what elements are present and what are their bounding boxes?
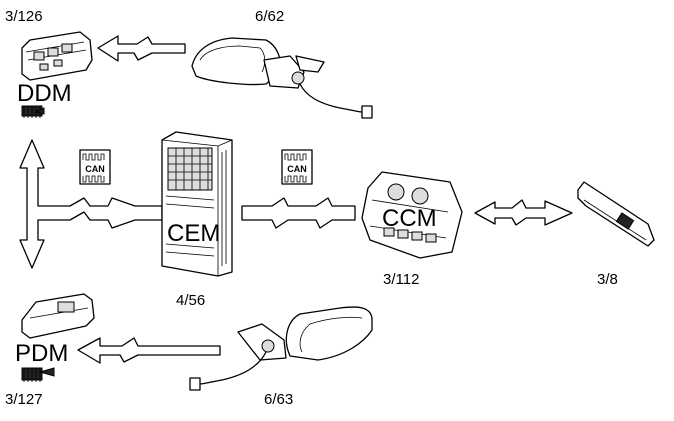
arrow-ddm-pdm-cem (19, 139, 163, 269)
pdm-ref-label: 3/127 (5, 391, 43, 408)
ccm-ref-label: 3/112 (383, 271, 419, 288)
ddm-ref-label: 3/126 (5, 8, 43, 25)
can-badge-left: CAN (79, 149, 111, 185)
arrow-pdm-mirror-right (77, 337, 221, 364)
mirror-left-ref-label: 6/62 (255, 8, 284, 25)
mirror-right-icon (189, 306, 373, 391)
pdm-module-icon (21, 293, 95, 382)
ccm-module-icon (361, 171, 463, 259)
cem-name-label: CEM (167, 220, 220, 247)
ccm-name-label: CCM (382, 205, 437, 232)
switch-ref-label: 3/8 (597, 271, 618, 288)
cem-module-icon (161, 131, 233, 277)
arrow-ccm-switch (474, 199, 573, 226)
can-label: CAN (287, 164, 307, 174)
arrow-ddm-mirror-left (97, 35, 186, 62)
arrow-cem-ccm (241, 197, 356, 229)
ddm-module-icon (21, 31, 93, 118)
can-label: CAN (85, 164, 105, 174)
cem-ref-label: 4/56 (176, 292, 205, 309)
mirror-left-icon (191, 37, 373, 119)
pdm-name-label: PDM (15, 340, 68, 367)
switch-module-icon (577, 181, 655, 247)
can-badge-right: CAN (281, 149, 313, 185)
mirror-right-ref-label: 6/63 (264, 391, 293, 408)
ddm-name-label: DDM (17, 80, 72, 107)
